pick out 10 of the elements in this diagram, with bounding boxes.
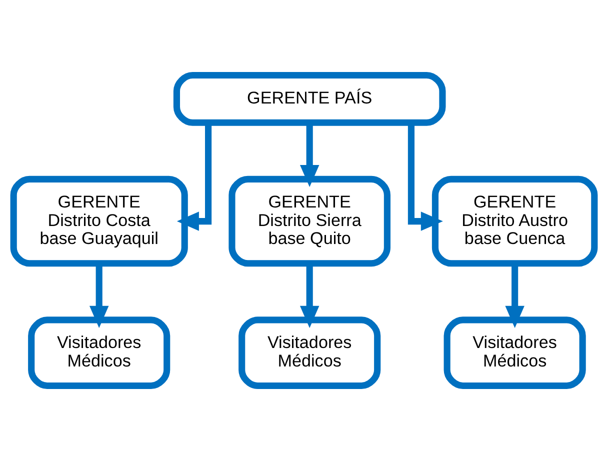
arrow: [300, 122, 320, 187]
node-box: Visitadores Médicos: [444, 316, 586, 389]
node-box: GERENTE PAÍS: [173, 71, 446, 126]
node-box: Visitadores Médicos: [28, 316, 170, 389]
node-box: GERENTE Distrito Austro base Cuenca: [432, 175, 598, 266]
arrow: [176, 122, 212, 230]
node-box: Visitadores Médicos: [238, 316, 381, 389]
node-box: GERENTE Distrito Sierra base Quito: [228, 175, 390, 266]
arrow: [408, 122, 443, 230]
node-box: GERENTE Distrito Costa base Guayaquil: [10, 175, 188, 266]
